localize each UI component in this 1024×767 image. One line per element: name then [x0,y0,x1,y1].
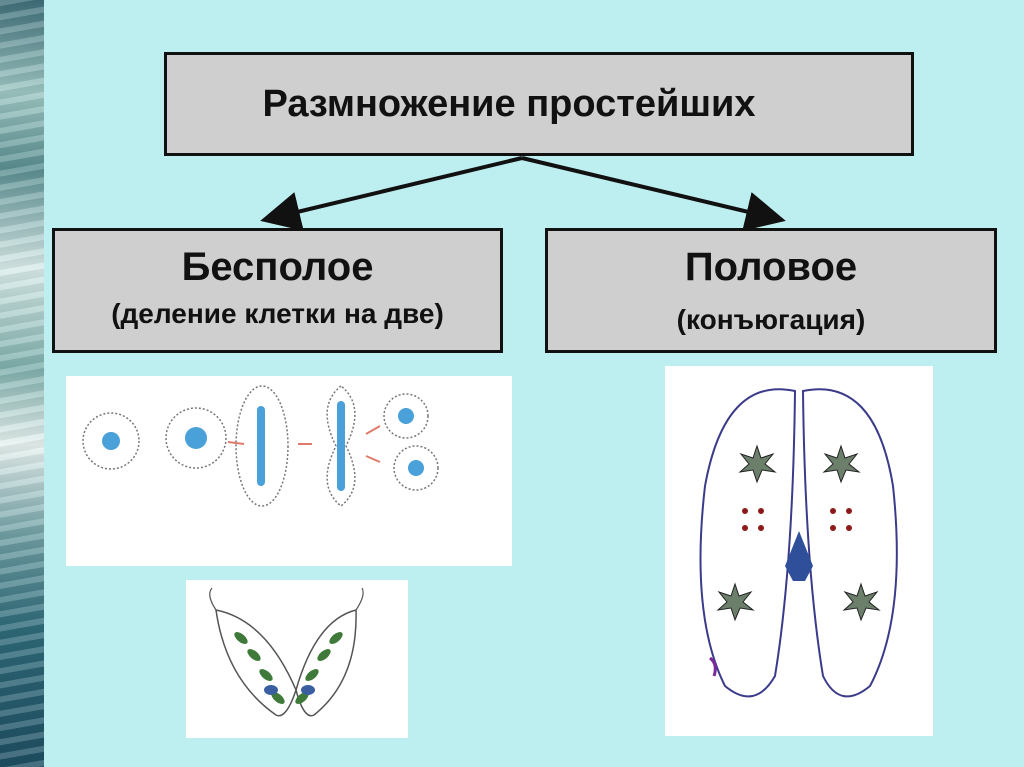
amoeba-stage-3 [235,385,289,507]
amoeba-stage-2 [165,407,227,469]
nucleus-1 [102,432,120,450]
sexual-box: Половое (конъюгация) [545,228,997,353]
amoeba-stage-5a [383,393,429,439]
asexual-heading: Бесполое [181,245,374,289]
arrow-to-asexual [260,156,523,231]
micronucleus-star-3 [716,582,755,622]
asexual-subtitle: (деление клетки на две) [111,298,444,329]
amoeba-division-image [66,376,512,566]
amoeba-stage-5b [393,445,439,491]
title-box: Размножение простейших [164,52,914,156]
amoeba-stage-1 [82,412,140,470]
paramecium-left [699,388,797,698]
amoeba-stage-4 [326,385,356,507]
sexual-subtitle: (конъюгация) [676,304,866,335]
asexual-box: Бесполое (деление клетки на две) [52,228,503,353]
strip-texture [0,0,44,767]
paramecium-conjugation-image [665,366,933,736]
euglena-division-image [186,580,408,738]
euglena-left-cell [215,609,297,717]
paramecium-right [801,388,898,698]
arrow-to-sexual [521,156,786,232]
nucleus-3 [257,406,265,486]
micronucleus-star-4 [842,582,881,622]
nucleus-2 [185,427,207,449]
micronucleus-star-2 [822,444,861,484]
decorative-waterfall-strip [0,0,44,767]
nucleus-5a [398,408,414,424]
sexual-heading: Половое [684,245,858,289]
nucleus-5b [408,460,424,476]
diagram-title: Размножение простейших [262,83,756,125]
euglena-right-cell [295,609,357,717]
micronucleus-star-1 [738,444,777,484]
nucleus-4 [337,401,345,491]
